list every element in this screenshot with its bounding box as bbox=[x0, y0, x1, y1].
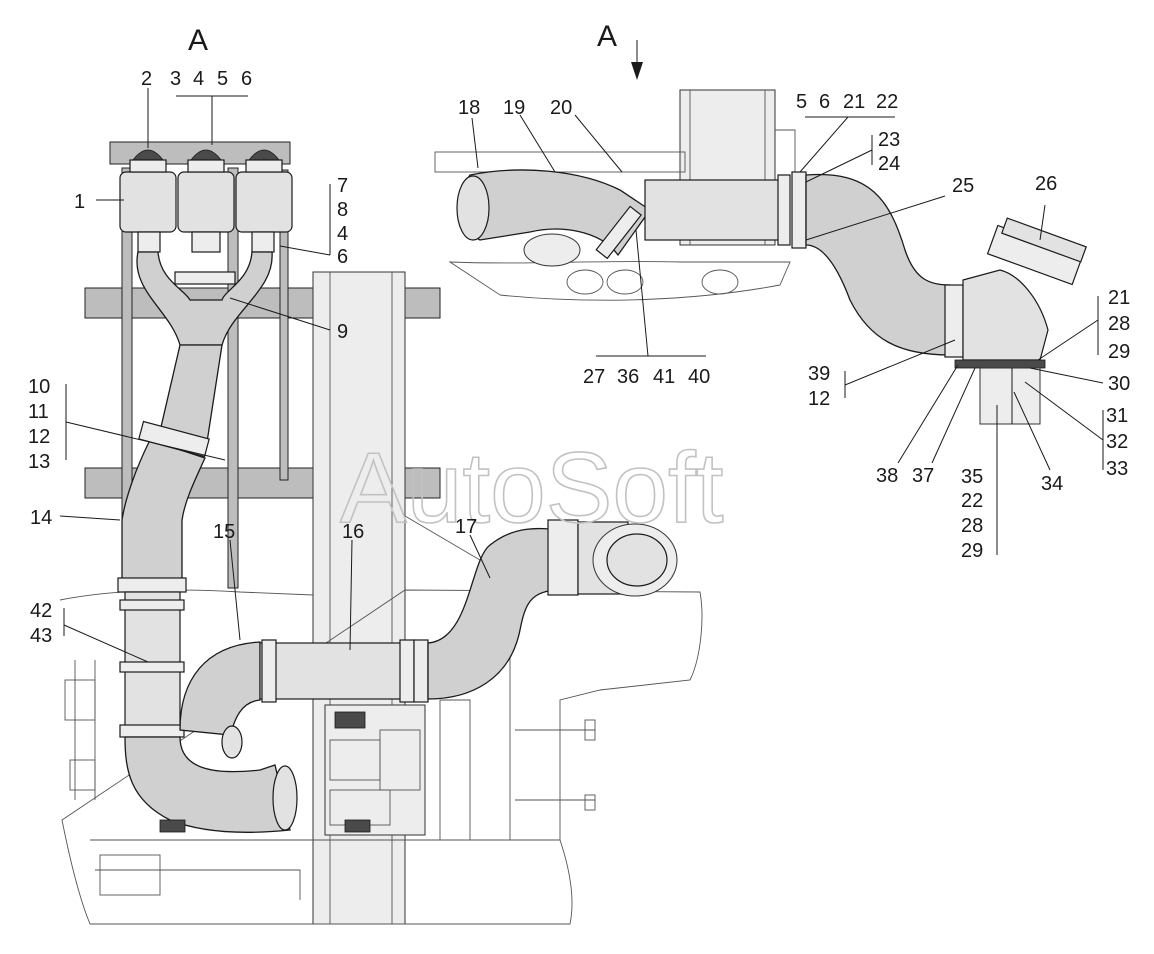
callout-4: 4 bbox=[193, 68, 204, 90]
callout-10: 10 bbox=[28, 376, 50, 398]
callout-36: 36 bbox=[617, 366, 639, 388]
air-filters bbox=[119, 149, 293, 253]
callout-5r: 5 bbox=[796, 91, 807, 113]
callout-40: 40 bbox=[688, 366, 710, 388]
view-label-right: A bbox=[597, 20, 617, 53]
callout-5: 5 bbox=[217, 68, 228, 90]
callout-15: 15 bbox=[213, 521, 235, 543]
callout-12: 12 bbox=[28, 426, 50, 448]
callout-6: 6 bbox=[241, 68, 252, 90]
callout-39: 39 bbox=[808, 363, 830, 385]
callout-12b: 12 bbox=[808, 388, 830, 410]
callout-31: 31 bbox=[1106, 405, 1128, 427]
callout-29b: 29 bbox=[961, 540, 983, 562]
callout-24: 24 bbox=[878, 153, 900, 175]
callout-6b: 6 bbox=[337, 246, 348, 268]
callout-30: 30 bbox=[1108, 373, 1130, 395]
callout-34: 34 bbox=[1041, 473, 1063, 495]
callout-21: 21 bbox=[843, 91, 865, 113]
callout-2: 2 bbox=[141, 68, 152, 90]
callout-23: 23 bbox=[878, 129, 900, 151]
callout-9: 9 bbox=[337, 321, 348, 343]
callout-11: 11 bbox=[28, 401, 49, 423]
callout-25: 25 bbox=[952, 175, 974, 197]
callout-28: 28 bbox=[1108, 313, 1130, 335]
callout-28b: 28 bbox=[961, 515, 983, 537]
callout-27: 27 bbox=[583, 366, 605, 388]
callout-13: 13 bbox=[28, 451, 50, 473]
callout-7: 7 bbox=[337, 175, 348, 197]
callout-17: 17 bbox=[455, 516, 477, 538]
leader-lines bbox=[59, 40, 1104, 663]
callout-3: 3 bbox=[170, 68, 181, 90]
callout-29: 29 bbox=[1108, 341, 1130, 363]
callout-26: 26 bbox=[1035, 173, 1057, 195]
callout-18: 18 bbox=[458, 97, 480, 119]
callout-33: 33 bbox=[1106, 458, 1128, 480]
callout-19: 19 bbox=[503, 97, 525, 119]
callout-6r: 6 bbox=[819, 91, 830, 113]
callout-35: 35 bbox=[961, 466, 983, 488]
callout-43: 43 bbox=[30, 625, 52, 647]
callout-16: 16 bbox=[342, 521, 364, 543]
callout-14: 14 bbox=[30, 507, 52, 529]
callout-37: 37 bbox=[912, 465, 934, 487]
callout-41: 41 bbox=[653, 366, 675, 388]
callout-21b: 21 bbox=[1108, 287, 1130, 309]
view-label-left: A bbox=[188, 24, 208, 57]
callout-42: 42 bbox=[30, 600, 52, 622]
intake-pipes-left bbox=[117, 251, 678, 833]
callout-8: 8 bbox=[337, 199, 348, 221]
callout-32: 32 bbox=[1106, 431, 1128, 453]
callout-38: 38 bbox=[876, 465, 898, 487]
view-a-detail bbox=[434, 89, 1087, 425]
watermark-text: AutoSoft bbox=[340, 432, 724, 544]
callout-22: 22 bbox=[876, 91, 898, 113]
callout-labels: 2 3 4 5 6 1 7 8 4 6 9 10 11 12 13 14 15 … bbox=[28, 68, 1130, 647]
callout-4b: 4 bbox=[337, 223, 348, 245]
engine-block bbox=[159, 704, 426, 836]
callout-22b: 22 bbox=[961, 490, 983, 512]
callout-20: 20 bbox=[550, 97, 572, 119]
callout-1: 1 bbox=[74, 191, 85, 213]
